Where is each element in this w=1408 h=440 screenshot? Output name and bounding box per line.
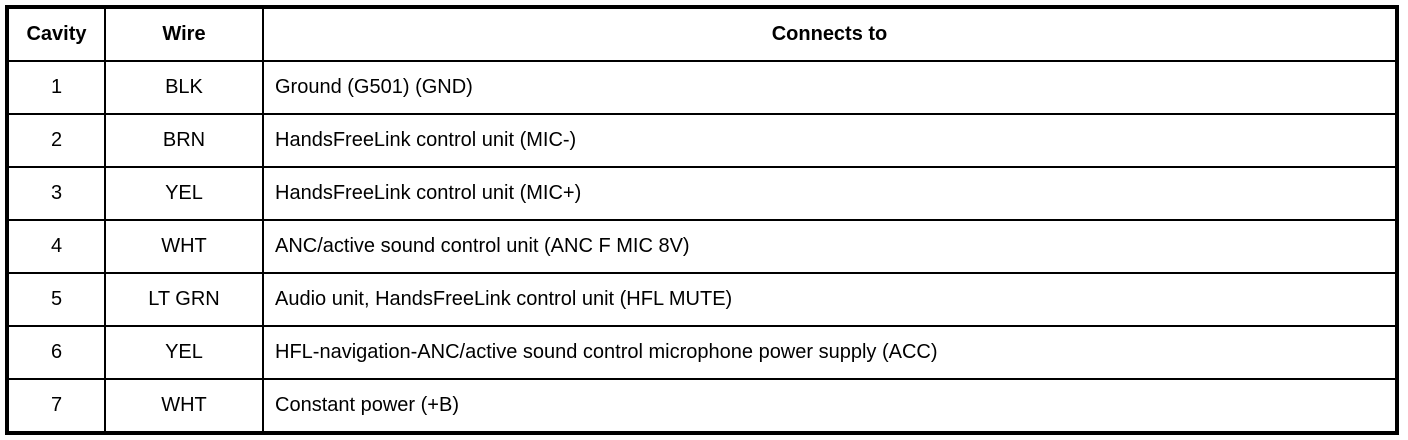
- table-header-row: Cavity Wire Connects to: [6, 6, 1398, 62]
- cavity-cell: 7: [6, 378, 106, 434]
- connects-to-cell: Constant power (+B): [262, 378, 1398, 434]
- connects-to-cell: Ground (G501) (GND): [262, 60, 1398, 115]
- cavity-cell: 2: [6, 113, 106, 168]
- wire-cell: BLK: [104, 60, 264, 115]
- wire-cell: LT GRN: [104, 272, 264, 327]
- pinout-table-container: Cavity Wire Connects to 1 BLK Ground (G5…: [5, 5, 1399, 435]
- cavity-cell: 3: [6, 166, 106, 221]
- table-row: 2 BRN HandsFreeLink control unit (MIC-): [6, 113, 1398, 168]
- cavity-cell: 1: [6, 60, 106, 115]
- wire-cell: WHT: [104, 378, 264, 434]
- wire-cell: YEL: [104, 325, 264, 380]
- cavity-cell: 6: [6, 325, 106, 380]
- col-header-connects-to: Connects to: [262, 6, 1398, 62]
- connects-to-cell: HandsFreeLink control unit (MIC+): [262, 166, 1398, 221]
- table-row: 5 LT GRN Audio unit, HandsFreeLink contr…: [6, 272, 1398, 327]
- connects-to-cell: HFL-navigation-ANC/active sound control …: [262, 325, 1398, 380]
- cavity-cell: 5: [6, 272, 106, 327]
- table-row: 4 WHT ANC/active sound control unit (ANC…: [6, 219, 1398, 274]
- pinout-table-body: 1 BLK Ground (G501) (GND) 2 BRN HandsFre…: [6, 60, 1398, 434]
- table-row: 6 YEL HFL-navigation-ANC/active sound co…: [6, 325, 1398, 380]
- col-header-wire: Wire: [104, 6, 264, 62]
- connector-pinout-table: Cavity Wire Connects to 1 BLK Ground (G5…: [5, 5, 1399, 435]
- cavity-cell: 4: [6, 219, 106, 274]
- wire-cell: BRN: [104, 113, 264, 168]
- table-row: 3 YEL HandsFreeLink control unit (MIC+): [6, 166, 1398, 221]
- table-row: 7 WHT Constant power (+B): [6, 378, 1398, 434]
- table-row: 1 BLK Ground (G501) (GND): [6, 60, 1398, 115]
- connects-to-cell: HandsFreeLink control unit (MIC-): [262, 113, 1398, 168]
- connects-to-cell: Audio unit, HandsFreeLink control unit (…: [262, 272, 1398, 327]
- col-header-cavity: Cavity: [6, 6, 106, 62]
- connects-to-cell: ANC/active sound control unit (ANC F MIC…: [262, 219, 1398, 274]
- wire-cell: WHT: [104, 219, 264, 274]
- wire-cell: YEL: [104, 166, 264, 221]
